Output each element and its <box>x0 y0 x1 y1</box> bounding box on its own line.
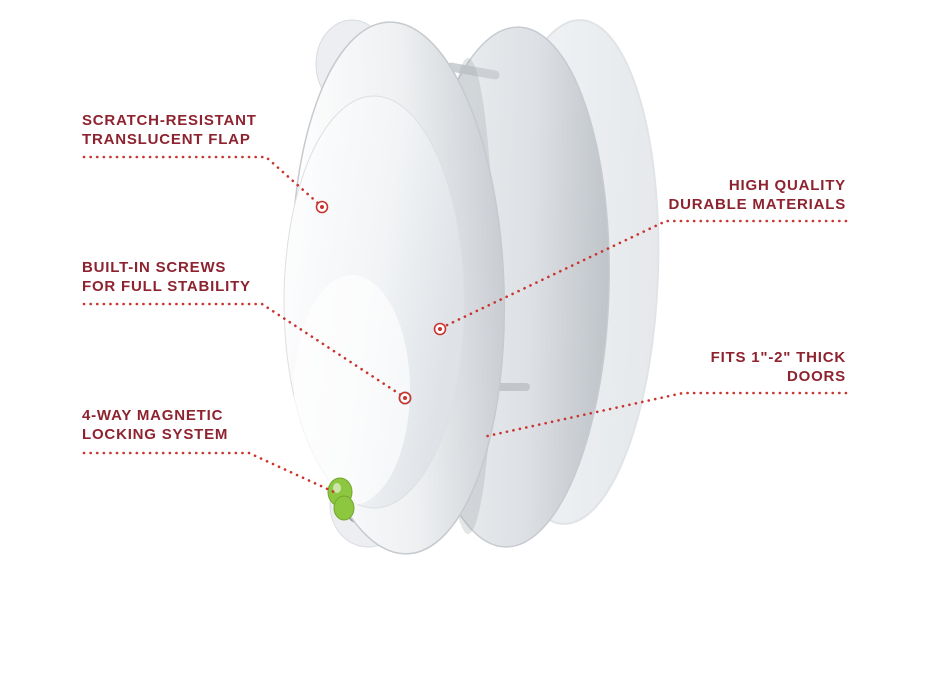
target-marker-screws <box>398 391 412 405</box>
leader-lines <box>82 155 848 494</box>
flap-highlight <box>294 275 410 505</box>
callout-doors: FITS 1"-2" THICK DOORS <box>711 349 846 387</box>
leader-line-flap <box>82 155 322 207</box>
leader-line-magnetic <box>82 451 336 494</box>
callout-screws-line2: FOR FULL STABILITY <box>82 278 251 296</box>
callout-screws-line1: BUILT-IN SCREWS <box>82 259 227 276</box>
callout-doors-line2: DOORS <box>786 368 846 386</box>
callout-magnetic-line1: 4-WAY MAGNETIC <box>82 407 224 424</box>
target-marker-materials <box>433 322 447 336</box>
callout-materials: HIGH QUALITY DURABLE MATERIALS <box>669 177 846 215</box>
callout-flap-line1: SCRATCH-RESISTANT <box>82 112 257 129</box>
callout-flap: SCRATCH-RESISTANT TRANSLUCENT FLAP <box>82 112 257 150</box>
callout-materials-line2: DURABLE MATERIALS <box>668 196 846 214</box>
top-hinge-pin <box>446 62 500 80</box>
callout-magnetic: 4-WAY MAGNETIC LOCKING SYSTEM <box>82 407 228 445</box>
callout-flap-line2: TRANSLUCENT FLAP <box>82 131 251 149</box>
product-illustration <box>283 19 660 555</box>
leader-line-screws <box>82 302 403 397</box>
magnetic-lock-clip <box>327 477 355 521</box>
callout-screws: BUILT-IN SCREWS FOR FULL STABILITY <box>82 259 251 297</box>
callout-doors-line1: FITS 1"-2" THICK <box>710 349 846 366</box>
callout-magnetic-line2: LOCKING SYSTEM <box>82 426 229 444</box>
target-marker-flap <box>315 200 329 214</box>
callout-materials-line1: HIGH QUALITY <box>728 177 846 194</box>
target-markers <box>315 200 447 405</box>
leader-line-materials <box>441 219 848 329</box>
